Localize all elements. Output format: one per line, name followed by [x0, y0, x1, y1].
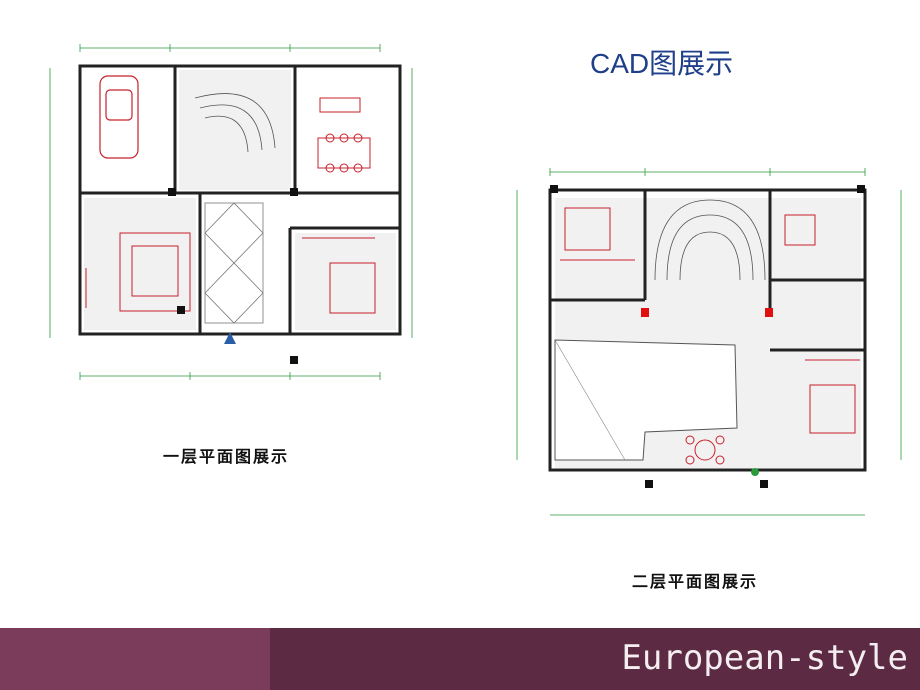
- slide-title: CAD图展示: [590, 48, 734, 79]
- footer-band-right: European-style: [270, 628, 920, 690]
- second-floor-plan: [505, 160, 915, 530]
- second-floor-drawing: [516, 168, 902, 516]
- footer-band-left: [0, 628, 270, 690]
- footer-style-label: European-style: [621, 638, 908, 678]
- first-floor-plan: [40, 38, 420, 408]
- first-floor-drawing: [49, 44, 413, 380]
- second-floor-caption: 二层平面图展示: [632, 572, 759, 591]
- first-floor-caption: 一层平面图展示: [163, 447, 290, 466]
